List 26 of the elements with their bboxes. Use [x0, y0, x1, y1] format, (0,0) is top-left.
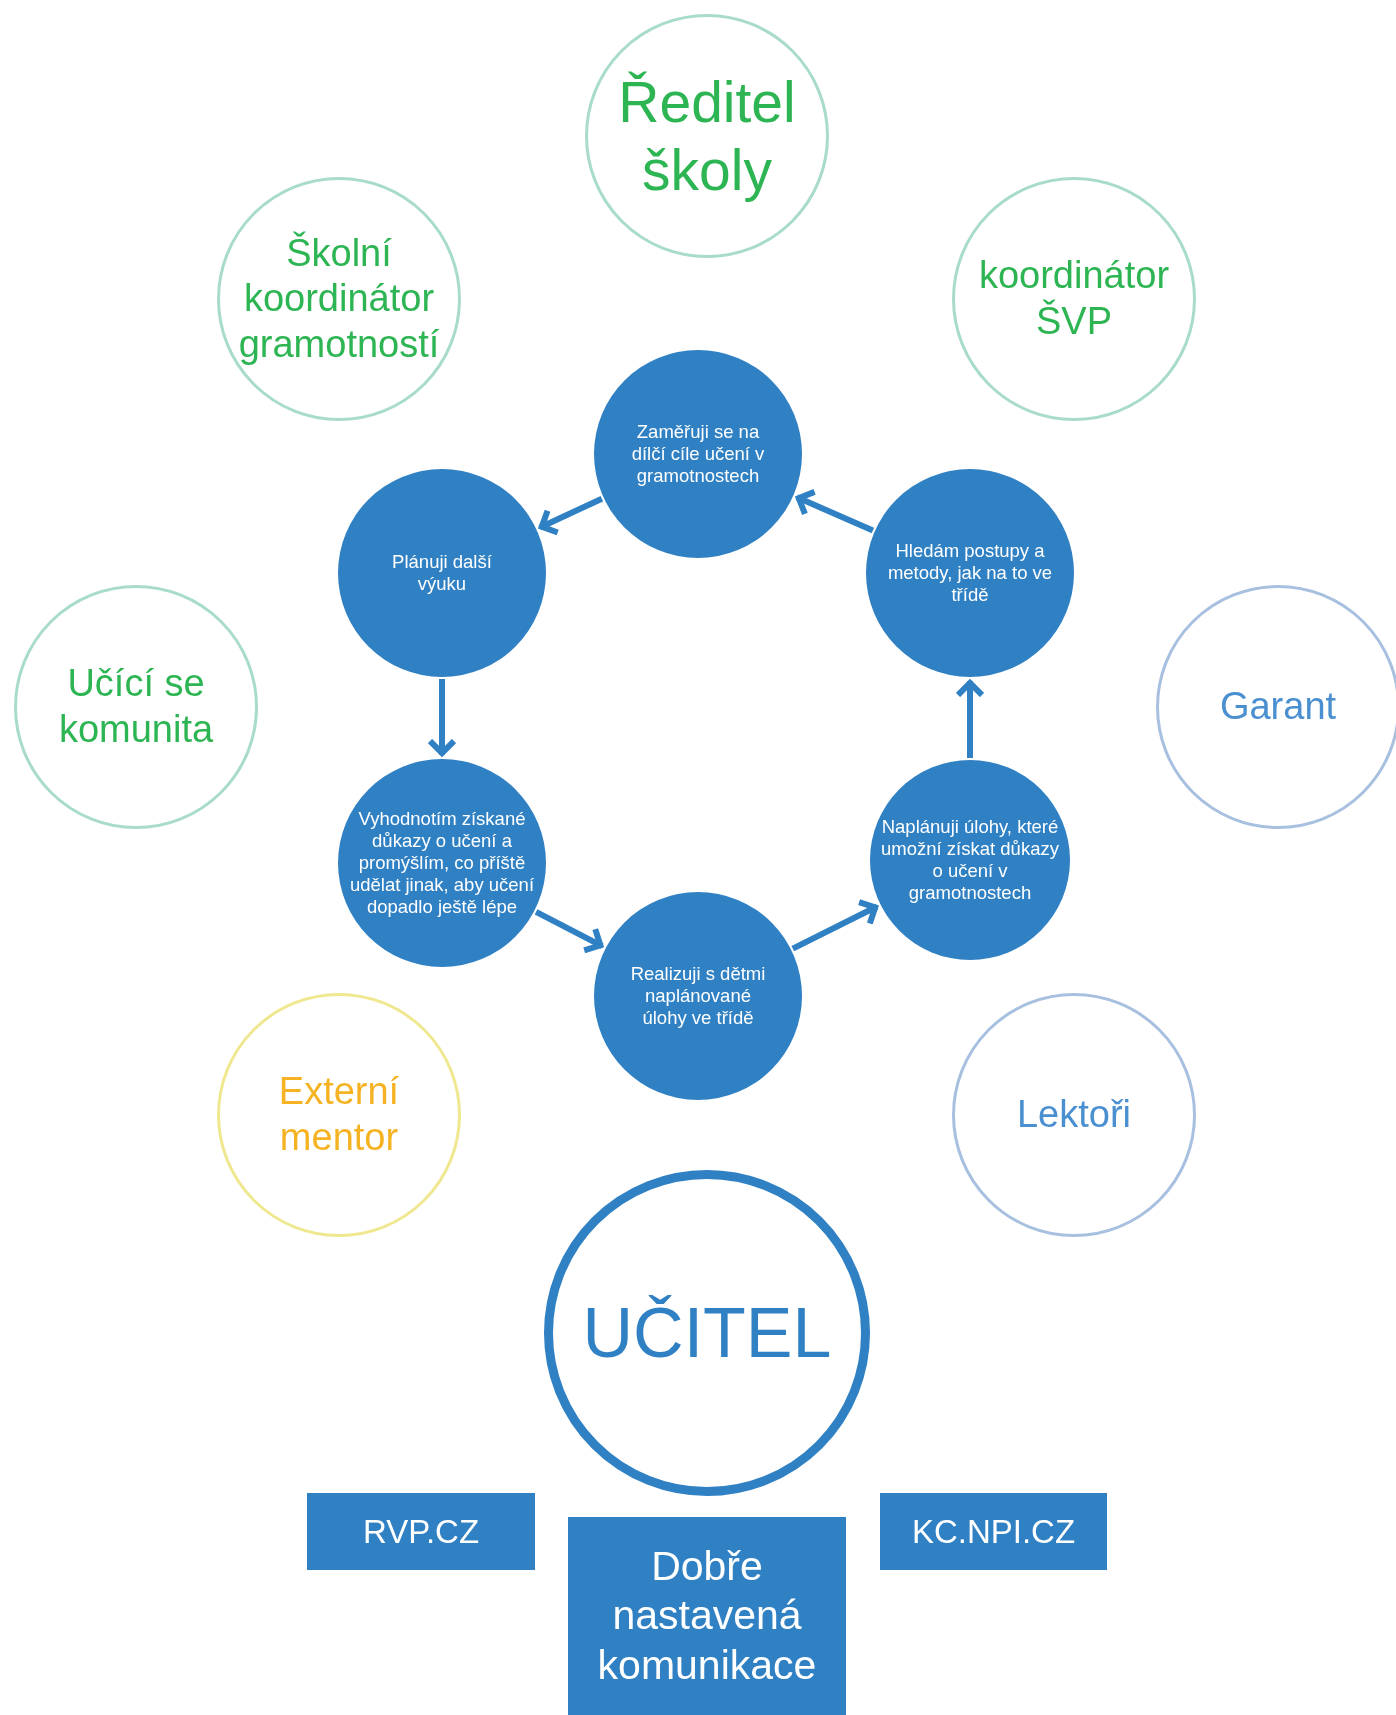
- node-label: Plánuji další výuku: [392, 550, 492, 596]
- node-label: Lektoři: [1015, 1092, 1133, 1138]
- node-label: Ředitel školy: [617, 68, 797, 204]
- node-label: Realizuji s dětmi naplánované úlohy ve třídě: [629, 962, 767, 1030]
- info-box: [307, 1493, 535, 1570]
- node-label: Externí mentor: [277, 1069, 401, 1160]
- info-box: [568, 1517, 846, 1715]
- node-label: KC.NPI.CZ: [910, 1511, 1077, 1552]
- node-label: Hledám postupy a metody, jak na to ve třídě: [886, 539, 1054, 607]
- arrow: [791, 899, 879, 952]
- node-label: Učící se komunita: [57, 661, 215, 752]
- arrow: [955, 680, 985, 758]
- node-label: Zaměřuji se na dílčí cíle učení v gramotnostech: [630, 420, 766, 488]
- arrow: [795, 488, 875, 534]
- node-label: Garant: [1218, 684, 1338, 730]
- node-label: koordinátor ŠVP: [977, 253, 1171, 344]
- arrow: [427, 679, 457, 756]
- info-box: [880, 1493, 1107, 1570]
- node-label: UČITEL: [581, 1293, 833, 1374]
- arrow: [534, 909, 604, 954]
- node-label: Vyhodnotím získané důkazy o učení a promýšlím, co příště udělat jinak, aby učení dopadlo ještě lépe: [348, 807, 536, 919]
- node-label: RVP.CZ: [361, 1511, 481, 1552]
- node-label: Naplánuji úlohy, které umožní získat důkazy o učení v gramotnostech: [880, 815, 1060, 905]
- node-label: Dobře nastavená komunikace: [596, 1542, 818, 1690]
- node-label: Školní koordinátor gramotností: [237, 230, 441, 367]
- arrow: [538, 495, 604, 536]
